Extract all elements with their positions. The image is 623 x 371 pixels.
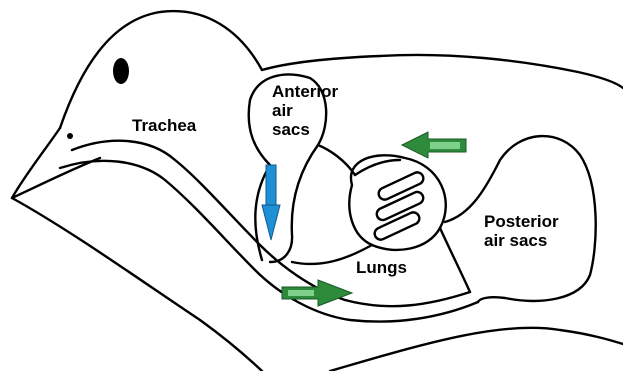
bird-head-outline <box>60 11 623 128</box>
anterior-air-sac-inner <box>270 145 318 262</box>
anterior-air-sacs-label: Anterior air sacs <box>272 82 338 139</box>
eye-icon <box>113 58 129 84</box>
lung-tube-1 <box>377 170 426 201</box>
lung-lower-body <box>440 228 470 292</box>
green-arrow-right-icon <box>282 280 352 306</box>
nostril-icon <box>67 133 73 139</box>
posterior-air-sacs-label: Posterior air sacs <box>484 212 559 250</box>
lower-body-outline <box>330 328 623 371</box>
green-arrow-left-icon <box>402 132 466 158</box>
trachea-label: Trachea <box>132 116 196 135</box>
lung-connector <box>355 160 400 175</box>
lungs-label: Lungs <box>356 258 407 277</box>
throat-front-outline <box>12 198 262 371</box>
